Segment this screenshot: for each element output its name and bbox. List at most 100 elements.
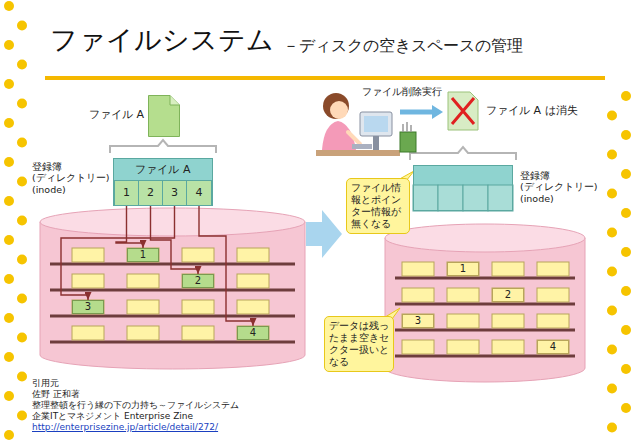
sector	[182, 300, 214, 314]
action-arrow-head	[432, 105, 443, 119]
border-dot	[621, 130, 631, 140]
sector	[492, 262, 524, 276]
disk-shelves	[50, 248, 575, 356]
pointer-arrow	[116, 206, 143, 248]
shelf	[50, 341, 295, 344]
border-dot	[17, 60, 27, 70]
sector	[182, 248, 214, 262]
border-dot	[4, 196, 14, 206]
node-label: 3	[73, 301, 103, 313]
node-label: 1	[448, 263, 478, 275]
border-dot	[4, 118, 14, 128]
border-dot	[17, 294, 27, 304]
data-sector: 2	[182, 274, 214, 288]
border-dot	[621, 364, 631, 374]
shelf	[50, 289, 295, 292]
data-sector: 4	[537, 340, 569, 354]
citation-text: 引用元	[32, 378, 59, 389]
file-icon: ファイル A	[148, 95, 180, 137]
node-label: 2	[183, 275, 213, 287]
sector	[447, 314, 479, 328]
directory-box: 登録簿 (ディレクトリー) (inode)	[413, 165, 513, 211]
border-dot	[17, 372, 27, 382]
directory-box: 登録簿 (ディレクトリー) (inode)ファイル A1234	[113, 158, 213, 206]
node-label: 1	[128, 249, 158, 261]
sector	[537, 288, 569, 302]
border-dot	[17, 21, 27, 31]
sector	[127, 300, 159, 314]
border-dot	[607, 111, 617, 121]
border-dot	[17, 333, 27, 343]
border-dot	[621, 208, 631, 218]
node-label: 2	[139, 181, 162, 205]
sector	[182, 274, 214, 288]
border-dot	[621, 325, 631, 335]
sector	[72, 326, 104, 340]
sector	[537, 262, 569, 276]
border-dot	[607, 306, 617, 316]
bracket	[110, 140, 216, 153]
sector	[492, 288, 524, 302]
border-dot	[17, 255, 27, 265]
border-dot	[4, 235, 14, 245]
border-dot	[607, 345, 617, 355]
sector	[182, 326, 214, 340]
data-sector: 3	[402, 314, 434, 328]
pointer-cell: 3	[162, 180, 187, 206]
border-dot	[4, 79, 14, 89]
citation-text: 企業ITとマネジメント Enterprise Zine	[32, 411, 193, 422]
border-dot	[621, 403, 631, 413]
data-sector: 1	[447, 262, 479, 276]
citation-url: http://enterprisezine.jp/article/detail/…	[32, 422, 218, 433]
transition-arrow	[306, 210, 342, 258]
sector	[447, 340, 479, 354]
border-dot	[621, 169, 631, 179]
person-illustration	[316, 93, 416, 156]
node-label: 1	[115, 181, 138, 205]
directory-cell	[438, 185, 463, 211]
directory-cell	[413, 185, 438, 211]
data-sector: 1	[127, 248, 159, 262]
data-sector: 2	[492, 288, 524, 302]
shelf	[395, 355, 575, 358]
sector	[447, 288, 479, 302]
status-label: ファイル A は消失	[486, 104, 578, 117]
sector	[402, 340, 434, 354]
callout-text: データは残ったまま空きセクター扱いとなる	[329, 320, 389, 368]
sector	[72, 274, 104, 288]
shelf	[50, 315, 295, 318]
callout-box: データは残ったまま空きセクター扱いとなる	[324, 316, 394, 372]
sector	[492, 340, 524, 354]
sector	[127, 248, 159, 262]
border-dot	[621, 247, 631, 257]
directory-header	[413, 165, 513, 185]
border-dot	[4, 274, 14, 284]
action-label: ファイル削除実行	[362, 86, 442, 98]
sector	[447, 262, 479, 276]
delete-cross	[452, 98, 474, 124]
sector	[72, 248, 104, 262]
bracket	[410, 147, 516, 160]
callout-text: ファイル情報とポインター情報が無くなる	[351, 182, 405, 230]
data-sector: 3	[72, 300, 104, 314]
sector	[237, 274, 269, 288]
shelf	[395, 303, 575, 306]
border-dot	[4, 40, 14, 50]
node-label: 2	[493, 289, 523, 301]
border-dot	[4, 1, 14, 11]
directory-label: 登録簿 (ディレクトリー) (inode)	[32, 161, 110, 195]
node-label: 4	[238, 327, 268, 339]
file-icon-shape	[148, 95, 180, 137]
sector	[72, 300, 104, 314]
node-label: ファイル A	[114, 159, 212, 180]
pointer-cell: 4	[186, 180, 212, 206]
border-dot	[607, 189, 617, 199]
sector	[492, 314, 524, 328]
action-arrow	[400, 110, 432, 115]
border-dot	[4, 157, 14, 167]
dot-border	[4, 1, 631, 440]
callout-box: ファイル情報とポインター情報が無くなる	[346, 178, 410, 234]
border-dot	[607, 423, 617, 433]
border-dot	[607, 384, 617, 394]
